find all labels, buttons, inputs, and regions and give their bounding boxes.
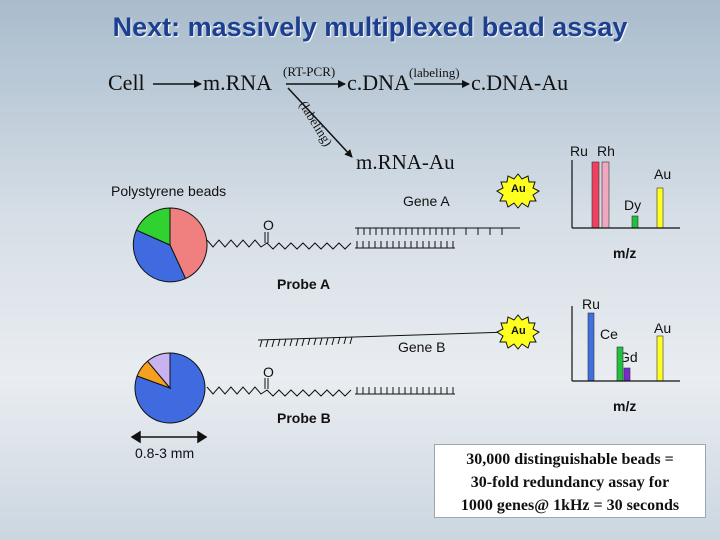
probe-a-bases — [355, 241, 455, 249]
bead-b-pie — [134, 352, 206, 424]
page-title: Next: massively multiplexed bead assay — [112, 12, 628, 42]
bead-a-red-slice — [169, 207, 208, 280]
spectrum-b-au-label: Au — [654, 320, 672, 336]
probe-a-label: Probe A — [277, 276, 331, 292]
oxygen-label-a: O — [263, 217, 274, 233]
spectrum-b-gd-label: Gd — [619, 349, 638, 365]
spectrum-a-au-label: Au — [654, 166, 672, 182]
probe-a-linker — [206, 232, 352, 250]
mrna-au-label: m.RNA-Au — [356, 150, 455, 174]
summary-line-1: 30,000 distinguishable beads = — [466, 451, 674, 468]
bead-a-pie — [132, 207, 208, 283]
size-arrow — [130, 430, 208, 444]
cdna-au-label: c.DNA-Au — [471, 70, 569, 95]
summary-box: 30,000 distinguishable beads = 30-fold r… — [434, 444, 706, 518]
spectrum-b-axis-label: m/z — [613, 398, 637, 414]
spectrum-a-ru-label: Ru — [570, 143, 588, 159]
probe-b-bases — [355, 387, 455, 395]
summary-line-2: 30-fold redundancy assay for — [470, 474, 670, 491]
au-badge-b — [496, 314, 540, 350]
cell-label: Cell — [108, 70, 145, 95]
spectrum-a-dy-label: Dy — [624, 197, 642, 213]
au-badge-b-label: Au — [511, 325, 526, 337]
labeling-label-1: (labeling) — [409, 65, 460, 80]
gene-a-label: Gene A — [403, 193, 450, 209]
spectrum-a-ru-bar — [591, 161, 600, 229]
gene-b-label: Gene B — [398, 339, 446, 355]
spectrum-a-au-bar — [656, 187, 664, 229]
probe-b-linker — [206, 378, 352, 397]
summary-line-3: 1000 genes@ 1kHz = 30 seconds — [460, 497, 680, 514]
spectrum-a-axis-label: m/z — [613, 245, 637, 261]
au-badge-a — [496, 173, 540, 209]
bead-b-lavender-slice — [146, 352, 171, 390]
spectrum-b-gd-bar — [623, 367, 631, 382]
spectrum-b-ce-label: Ce — [600, 326, 618, 342]
mrna-label: m.RNA — [203, 70, 273, 95]
spectrum-b-ru-label: Ru — [582, 296, 600, 312]
spectrum-a-rh-bar — [601, 161, 610, 229]
spectrum-b-au-bar — [656, 335, 664, 382]
spectrum-b-ru-bar — [587, 312, 595, 382]
bead-a-green-slice — [135, 207, 171, 246]
arrow-mrna-to-mrna-au — [287, 87, 353, 158]
spectrum-b-ce-bar — [616, 346, 624, 382]
spectrum-a-dy-bar — [631, 215, 639, 229]
rt-pcr-label: (RT-PCR) — [283, 64, 336, 79]
cdna-label: c.DNA — [347, 70, 410, 95]
gene-a-strand — [355, 227, 520, 235]
polystyrene-beads-label: Polystyrene beads — [111, 183, 227, 199]
spectrum-a — [571, 160, 680, 229]
spectrum-a-rh-label: Rh — [597, 143, 615, 159]
size-label: 0.8-3 mm — [135, 445, 195, 461]
spectrum-b — [571, 306, 680, 382]
bead-a-blue-slice — [132, 229, 187, 283]
oxygen-label-b: O — [263, 364, 274, 380]
gene-b-strand — [257, 331, 511, 348]
au-badge-a-label: Au — [511, 183, 526, 195]
probe-b-label: Probe B — [277, 410, 331, 426]
